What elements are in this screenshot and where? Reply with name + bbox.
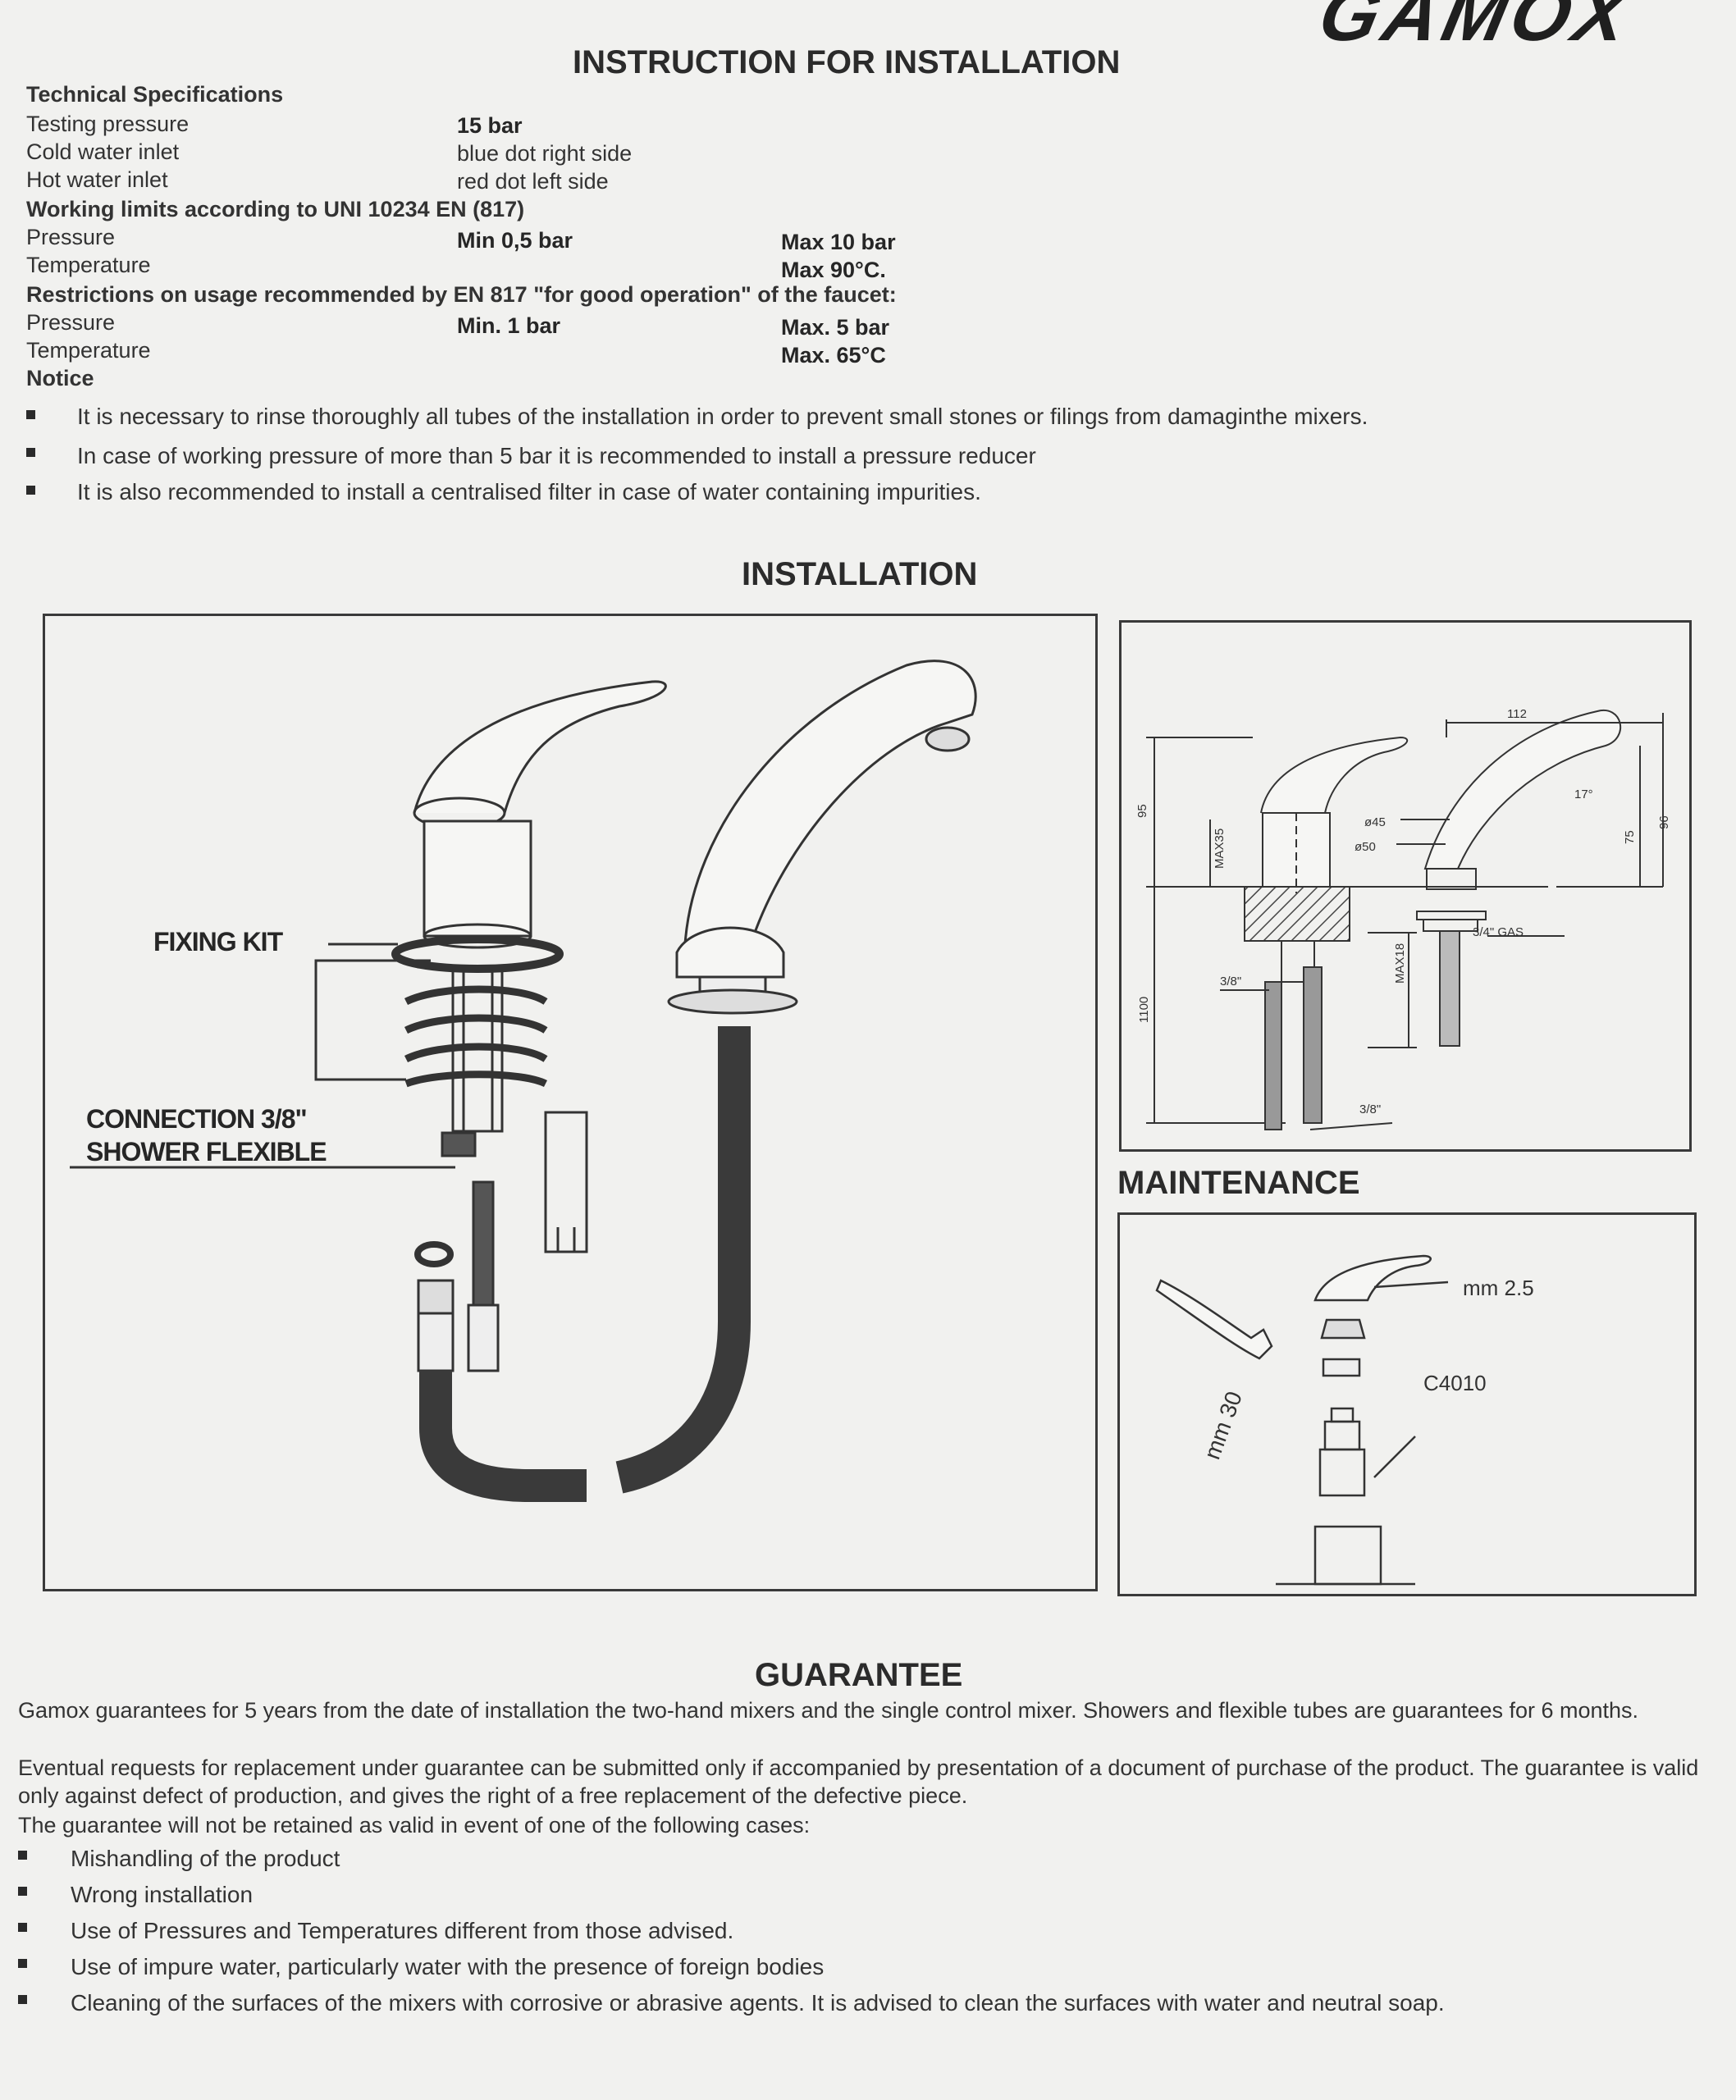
mm-2-5-label: mm 2.5 [1463,1276,1534,1300]
notice-item: In case of working pressure of more than… [77,443,1036,468]
working-limits-heading: Working limits according to UNI 10234 EN… [26,197,525,221]
restrictions-heading: Restrictions on usage recommended by EN … [26,282,897,307]
bullet-icon [18,1851,27,1860]
restr-pressure-max: Max. 5 bar [781,315,890,340]
bullet-icon [18,1923,27,1932]
case-item: Cleaning of the surfaces of the mixers w… [71,1990,1445,2016]
case-item: Wrong installation [71,1882,254,1907]
dim-96: 96 [1657,815,1671,829]
bullet-icon [26,486,35,495]
testing-pressure-label: Testing pressure [26,112,190,136]
testing-pressure-value: 15 bar [457,113,523,138]
guarantee-paragraph-3: The guarantee will not be retained as va… [18,1813,811,1838]
guarantee-paragraph-2: Eventual requests for replacement under … [18,1755,1699,1808]
fixing-kit-label: FIXING KIT [153,927,284,956]
dim-max35: MAX35 [1213,829,1227,869]
dimensions-drawing: 112 95 MAX35 ø45 ø50 17° 75 96 3/4" GAS … [1135,707,1671,1130]
hot-inlet-label: Hot water inlet [26,167,168,192]
restr-pressure-label: Pressure [26,310,116,335]
working-temperature-max: Max 90°C. [781,258,886,282]
dim-75: 75 [1623,830,1637,844]
notice-heading: Notice [26,366,94,390]
case-item: Use of Pressures and Temperatures differ… [71,1918,734,1943]
maintenance-diagram: mm 2.5 C4010 mm 30 [1117,1212,1697,1596]
dim-95: 95 [1135,804,1149,818]
working-pressure-min: Min 0,5 bar [457,228,573,253]
working-temperature-label: Temperature [26,253,151,277]
maintenance-drawing: mm 2.5 C4010 mm 30 [1155,1254,1534,1586]
case-item: Use of impure water, particularly water … [71,1954,825,1979]
dim-d45: ø45 [1364,815,1386,829]
restr-temperature-label: Temperature [26,338,151,363]
part-code-label: C4010 [1423,1371,1487,1395]
installation-title: INSTALLATION [742,556,978,592]
bullet-icon [26,448,35,457]
mm-30-label: mm 30 [1199,1388,1247,1463]
notice-item: It is also recommended to install a cent… [77,479,981,504]
bullet-icon [26,410,35,419]
working-pressure-label: Pressure [26,225,116,249]
dim-3-8-a: 3/8" [1220,975,1241,988]
bullet-icon [18,1887,27,1896]
guarantee-title: GUARANTEE [755,1657,963,1693]
shower-flexible-label: SHOWER FLEXIBLE [86,1137,327,1166]
cold-inlet-label: Cold water inlet [26,139,180,164]
brand-logo: GAMOX [1312,0,1640,57]
connection-label: CONNECTION 3/8" [86,1104,307,1134]
bullet-icon [18,1995,27,2004]
dimension-diagram: 112 95 MAX35 ø45 ø50 17° 75 96 3/4" GAS … [1119,620,1692,1152]
restr-pressure-min: Min. 1 bar [457,313,561,338]
bullet-icon [18,1959,27,1968]
dim-112: 112 [1507,707,1527,721]
dim-1100: 1100 [1137,997,1151,1023]
dim-17deg: 17° [1574,788,1593,801]
case-item: Mishandling of the product [71,1846,340,1871]
specs-heading: Technical Specifications [26,82,284,107]
hot-inlet-value: red dot left side [457,169,609,194]
mixer-exploded-drawing: FIXING KIT CONNECTION 3/8" SHOWER FLEXIB… [70,660,977,1502]
installation-diagram: FIXING KIT CONNECTION 3/8" SHOWER FLEXIB… [43,614,1098,1591]
working-pressure-max: Max 10 bar [781,230,896,254]
page-title: INSTRUCTION FOR INSTALLATION [573,44,1121,80]
restr-temperature-max: Max. 65°C [781,343,886,368]
dim-3-8-b: 3/8" [1359,1102,1381,1116]
cold-inlet-value: blue dot right side [457,141,633,166]
dim-max18: MAX18 [1393,943,1407,984]
dim-d50: ø50 [1355,840,1376,854]
guarantee-paragraph-1: Gamox guarantees for 5 years from the da… [18,1698,1639,1723]
notice-item: It is necessary to rinse thoroughly all … [77,404,1368,429]
dim-gas: 3/4" GAS [1473,925,1524,939]
maintenance-title: MAINTENANCE [1117,1165,1360,1201]
